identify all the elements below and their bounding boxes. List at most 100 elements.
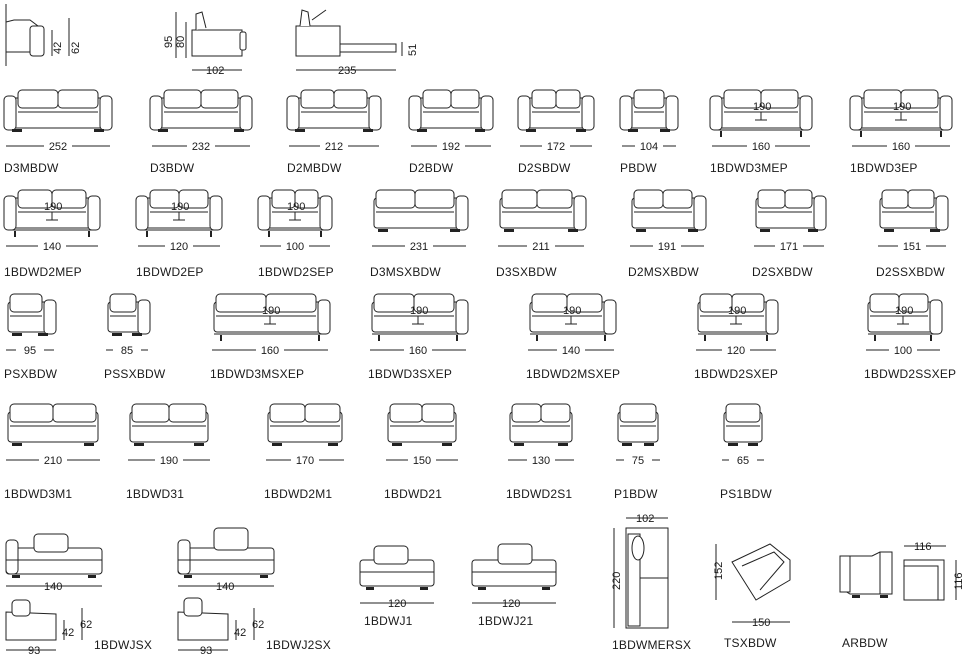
- item-1bdwd2mep-bed-depth: 190: [44, 201, 62, 213]
- item-d2sbdw-foot: [576, 129, 586, 132]
- mersx-chaise-item: 102 220 1BDWMERSX: [611, 513, 691, 652]
- item-d2bdw-back-cushion: [450, 89, 480, 109]
- item-1bdwd3msxep-bed-depth: 190: [262, 305, 280, 317]
- item-1bdwd3mep-code: 1BDWD3MEP: [710, 161, 788, 175]
- tsx-corner-item: 152 150 TSXBDW: [713, 543, 791, 650]
- j21-code: 1BDWJ21: [478, 614, 534, 628]
- item-pbdw-code: PBDW: [620, 161, 657, 175]
- item-1bdwd2ep-code: 1BDWD2EP: [136, 265, 204, 279]
- item-1bdwd21-foot: [392, 443, 402, 446]
- ar-width-label: 116: [914, 541, 932, 553]
- item-d2mbdw-width-label: 212: [325, 141, 343, 153]
- item-pssxbdw-foot: [132, 333, 142, 336]
- item-pbdw-width-label: 104: [640, 141, 658, 153]
- item-1bdwd3ep-width-label: 160: [892, 141, 910, 153]
- item-1bdwd2ssxep-leg: [930, 335, 932, 341]
- item-1bdwd3ep-leg: [940, 131, 942, 137]
- item-pbdw-right-arm: [665, 95, 679, 131]
- item-p1bdw-width-label: 75: [632, 455, 644, 467]
- item-pssxbdw-right-arm: [137, 299, 151, 335]
- chaise-j1-item: 120 1BDWJ1: [359, 545, 435, 628]
- item-1bdwd21-code: 1BDWD21: [384, 487, 442, 501]
- j2sx-depth-label: 93: [200, 645, 212, 657]
- item-d2sbdw-right-arm: [581, 95, 595, 131]
- item-1bdwd2mep: 190 140 1BDWD2MEP: [3, 189, 101, 279]
- item-1bdwd3mep-leg: [720, 131, 722, 137]
- tsx-code: TSXBDW: [724, 636, 777, 650]
- item-1bdwd2msxep-back-cushion: [531, 293, 568, 313]
- item-1bdwd3m1: 210 1BDWD3M1: [4, 403, 100, 501]
- item-1bdwd3ep-right-arm: [939, 95, 953, 131]
- item-pssxbdw-code: PSSXBDW: [104, 367, 166, 381]
- item-1bdwd3m1-width-label: 210: [44, 455, 62, 467]
- item-1bdwd3mep-width-label: 160: [752, 141, 770, 153]
- item-d3sxbdw-code: D3SXBDW: [496, 265, 557, 279]
- mersx-width-label: 102: [636, 513, 654, 525]
- item-psxbdw-code: PSXBDW: [4, 367, 58, 381]
- item-d2bdw-code: D2BDW: [409, 161, 454, 175]
- item-1bdwd3mep-right-arm: [799, 95, 813, 131]
- item-d2msxbdw-back-cushion: [633, 189, 664, 209]
- item-1bdwd31-back-cushion: [168, 403, 207, 423]
- item-d3bdw-foot: [234, 129, 244, 132]
- item-1bdwd3m1-code: 1BDWD3M1: [4, 487, 72, 501]
- item-d3mbdw-foot: [12, 129, 22, 132]
- item-1bdwd31-foot: [134, 443, 144, 446]
- item-1bdwd3ep-left-arm: [849, 95, 863, 131]
- item-d2msxbdw-right-arm: [693, 195, 707, 231]
- item-pssxbdw-width-label: 85: [121, 345, 133, 357]
- ar-corner-item: 116 116 ARBDW: [839, 541, 965, 650]
- item-d2bdw-foot: [417, 129, 427, 132]
- item-1bdwd21-back-cushion: [421, 403, 455, 423]
- item-1bdwd2mep-width-label: 140: [43, 241, 61, 253]
- item-d2ssxbdw-back-cushion: [907, 189, 935, 209]
- item-1bdwd2ep-left-arm: [135, 195, 149, 231]
- item-1bdwd3mep-back-cushion: [760, 89, 799, 109]
- item-1bdwd2m1-foot: [272, 443, 282, 446]
- item-1bdwd2sxep-back-cushion: [731, 293, 765, 313]
- item-1bdwd2m1-back-cushion: [304, 403, 341, 423]
- item-d3sxbdw-width-label: 211: [532, 241, 550, 253]
- item-d2mbdw-foot: [363, 129, 373, 132]
- jsx-width-label: 140: [44, 581, 62, 593]
- item-psxbdw-width-label: 95: [24, 345, 36, 357]
- item-1bdwd2sep-left-arm: [257, 195, 271, 231]
- item-1bdwd2mep-code: 1BDWD2MEP: [4, 265, 82, 279]
- item-d2msxbdw-back-cushion: [662, 189, 693, 209]
- item-pbdw-foot: [628, 129, 638, 132]
- item-1bdwd3sxep-back-cushion: [413, 293, 455, 313]
- item-1bdwd3m1-foot: [12, 443, 22, 446]
- item-d3bdw-back-cushion: [200, 89, 239, 109]
- item-d2ssxbdw-code: D2SSXBDW: [876, 265, 945, 279]
- item-d2sbdw-width-label: 172: [547, 141, 565, 153]
- item-d3msxbdw-foot: [378, 229, 388, 232]
- item-1bdwd2msxep-leg: [604, 335, 606, 341]
- item-d2sxbdw-right-arm: [813, 195, 827, 231]
- item-d2msxbdw-width-label: 191: [658, 241, 676, 253]
- item-1bdwd2ssxep-back-cushion: [898, 293, 929, 313]
- item-d3bdw-width-label: 232: [192, 141, 210, 153]
- recliner-profile-detail: 95 80 102: [163, 11, 247, 77]
- item-1bdwd3msxep-back-cushion: [215, 293, 267, 313]
- item-d3mbdw-foot: [94, 129, 104, 132]
- item-1bdwd31-foot: [194, 443, 204, 446]
- item-d2bdw-right-arm: [480, 95, 494, 131]
- extended-depth-label: 235: [338, 65, 356, 77]
- item-d3mbdw-back-cushion: [17, 89, 59, 109]
- chaise-j2sx-item: 140 42 62 93 1BDWJ2SX: [177, 527, 331, 657]
- item-d3msxbdw-back-cushion: [375, 189, 416, 209]
- item-psxbdw-back-cushion: [9, 293, 43, 313]
- item-1bdwd21-back-cushion: [389, 403, 423, 423]
